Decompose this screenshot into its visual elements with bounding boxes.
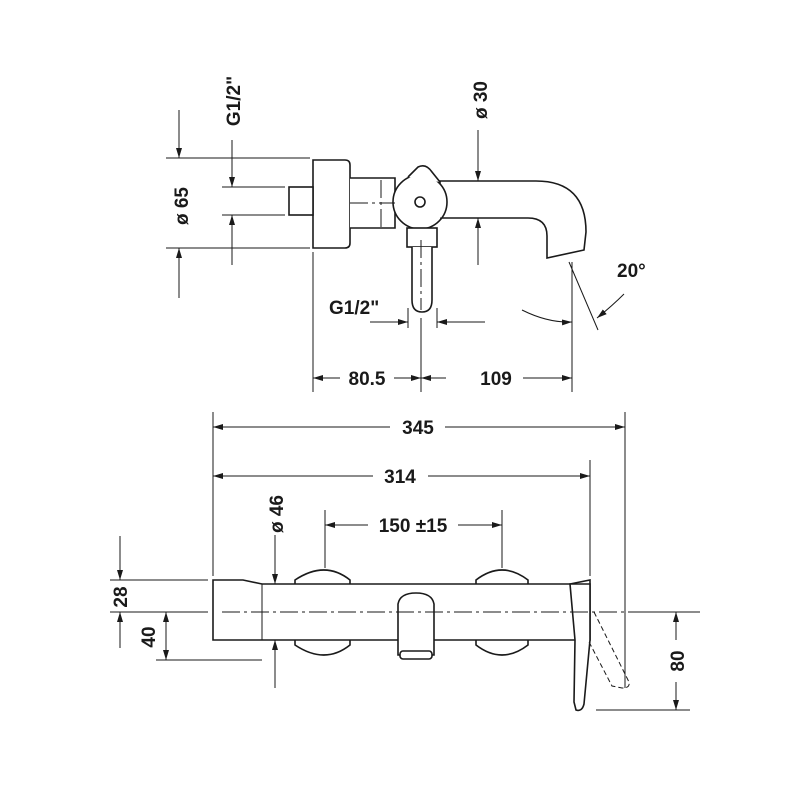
lever-pivot <box>414 196 426 208</box>
label-dia46: ø 46 <box>267 495 288 533</box>
lever-top <box>407 165 441 183</box>
label-dim-80-5: 80.5 <box>349 369 386 390</box>
label-dia30: ø 30 <box>471 81 492 119</box>
label-dia65: ø 65 <box>172 187 193 225</box>
inlet-stub <box>288 186 314 216</box>
outlet-pipe <box>411 247 433 313</box>
label-dim-80: 80 <box>668 650 689 671</box>
spout-front <box>397 592 435 656</box>
top-view: ø 65 G1/2" ø 30 20° G1/2" 80.5 109 <box>166 76 646 392</box>
spout <box>439 180 587 259</box>
spout-outlet <box>399 650 433 660</box>
label-dim-109: 109 <box>480 369 512 390</box>
label-g12-top: G1/2" <box>224 76 245 126</box>
lever-handle <box>569 583 591 712</box>
label-dim-345: 345 <box>402 418 434 439</box>
outlet-nut <box>406 227 438 248</box>
lever-rotated <box>587 611 630 689</box>
label-dim-314: 314 <box>384 467 416 488</box>
wall-flange <box>312 159 351 249</box>
label-dim-28: 28 <box>111 586 132 607</box>
label-dim-150: 150 ±15 <box>379 516 448 537</box>
label-angle-20: 20° <box>617 261 646 282</box>
label-g12-bottom: G1/2" <box>329 298 379 319</box>
label-dim-40: 40 <box>139 626 160 647</box>
bottom-view: 345 314 150 ±15 ø 46 28 40 80 <box>110 412 700 712</box>
